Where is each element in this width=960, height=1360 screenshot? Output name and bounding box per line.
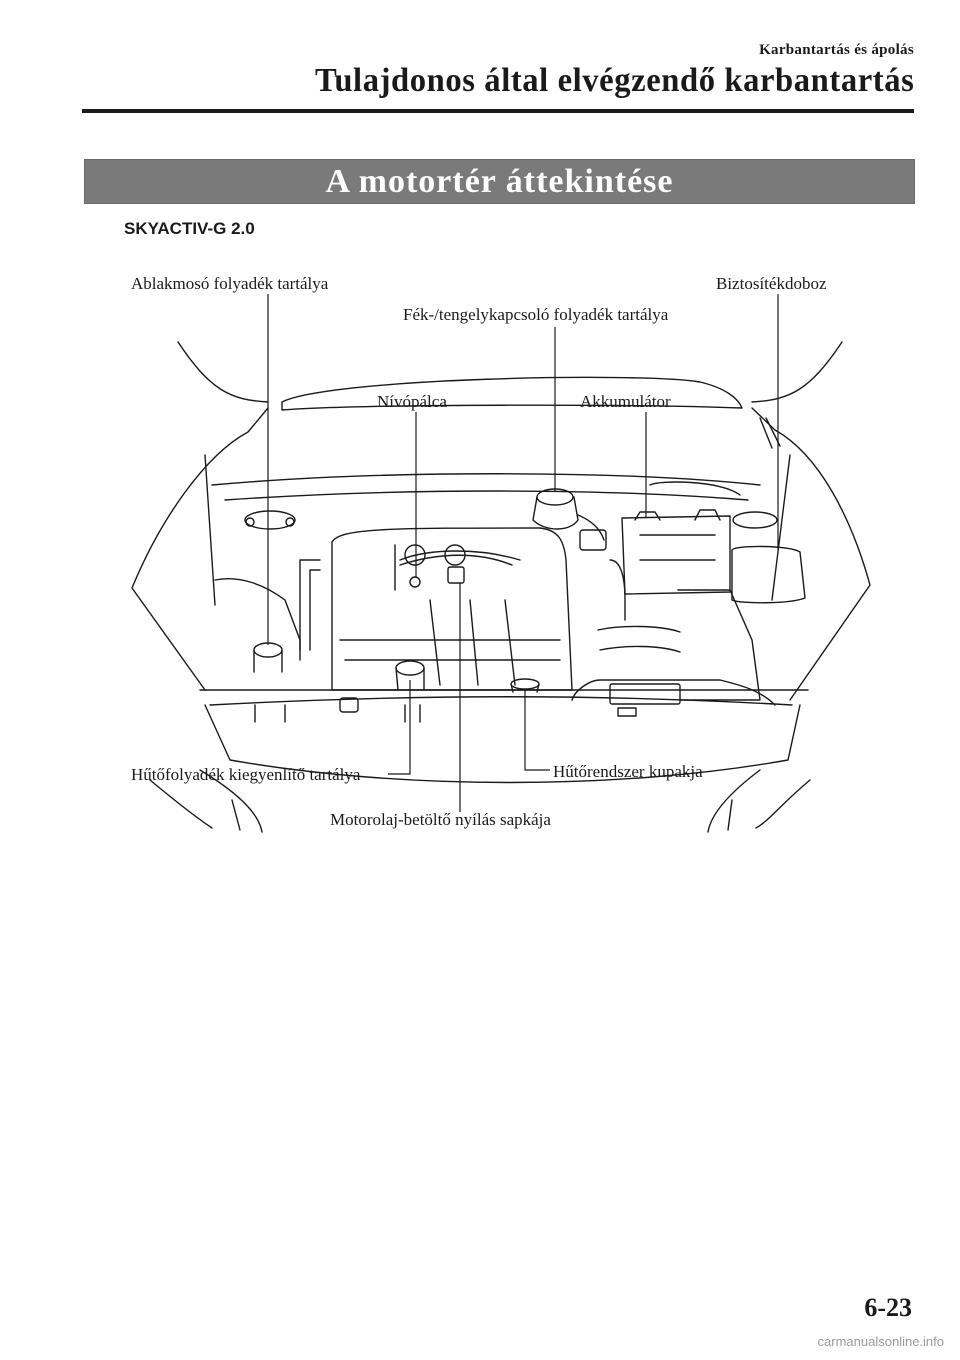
engine-bay-drawing — [131, 341, 871, 833]
label-dipstick: Nívópálca — [377, 392, 447, 411]
engine-label: SKYACTIV-G 2.0 — [124, 219, 255, 238]
label-battery: Akkumulátor — [580, 392, 671, 411]
watermark: carmanualsonline.info — [817, 1334, 944, 1349]
leader-lines — [267, 294, 779, 812]
header-rule — [82, 109, 914, 113]
label-radiator-cap: Hűtőrendszer kupakja — [553, 762, 703, 781]
page-title: Tulajdonos által elvégzendő karbantartás — [314, 62, 914, 99]
leader-coolant — [388, 680, 411, 775]
label-fuse-box: Biztosítékdoboz — [716, 274, 827, 293]
leader-radiator — [524, 690, 550, 771]
label-coolant-reservoir: Hűtőfolyadék kiegyenlítő tartálya — [131, 765, 361, 784]
label-washer-reservoir: Ablakmosó folyadék tartálya — [131, 274, 329, 293]
label-brake-reservoir: Fék-/tengelykapcsoló folyadék tartálya — [403, 305, 669, 324]
page-number: 6-23 — [864, 1293, 912, 1322]
label-oil-filler-cap: Motorolaj-betöltő nyílás sapkája — [330, 810, 551, 829]
section-banner: A motortér áttekintése — [84, 159, 915, 204]
section-name: Karbantartás és ápolás — [759, 42, 914, 58]
